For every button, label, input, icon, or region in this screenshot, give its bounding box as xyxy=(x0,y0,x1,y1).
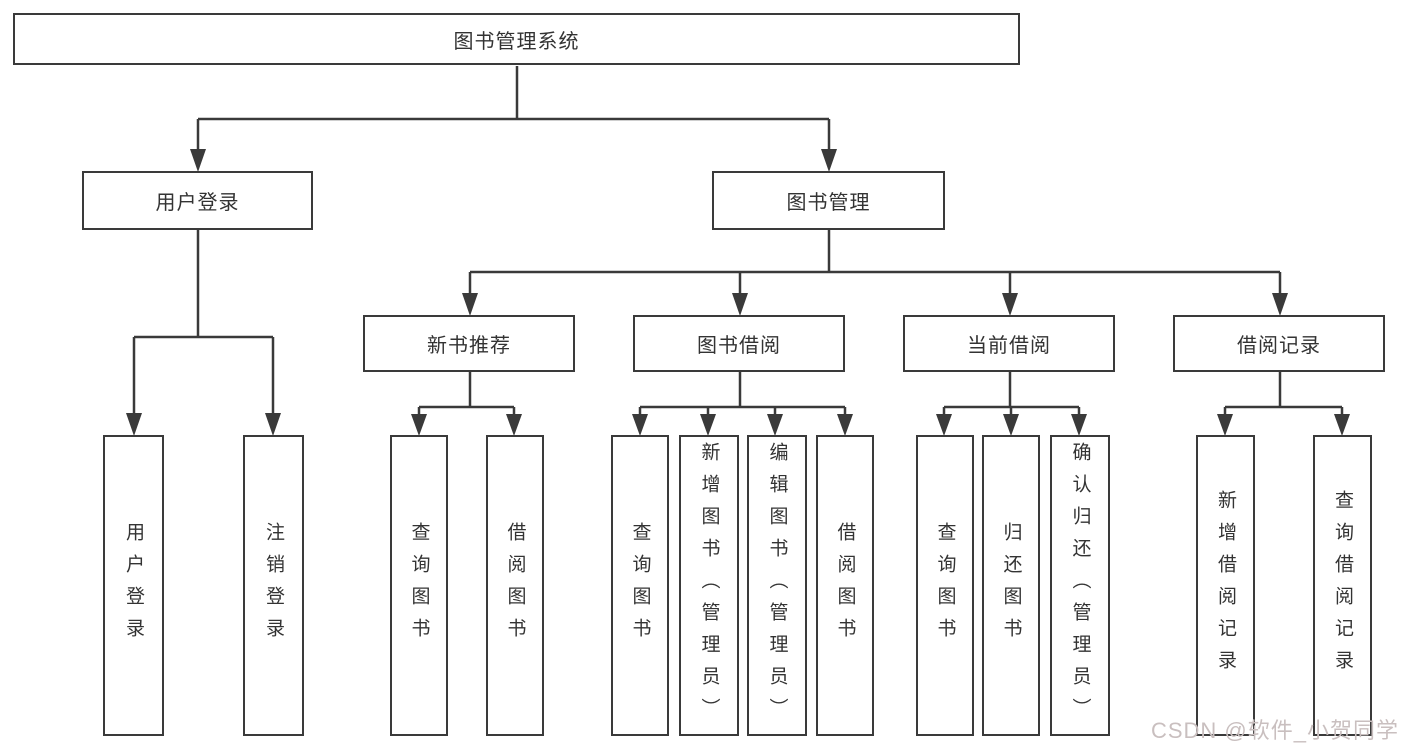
node-label: 借阅记录 xyxy=(1237,335,1321,357)
leaf-label: 借阅图书 xyxy=(834,521,856,650)
connector-arrow-shafts xyxy=(132,119,1344,418)
leaf-query-books-2: 查询图书 xyxy=(611,435,669,736)
leaf-label: 确认归还（管理员） xyxy=(1069,441,1091,730)
node-new-book-recommend: 新书推荐 xyxy=(363,315,575,372)
node-label: 新书推荐 xyxy=(427,335,511,357)
leaf-add-borrow-record: 新增借阅记录 xyxy=(1196,435,1255,736)
leaf-label: 借阅图书 xyxy=(504,521,526,650)
node-book-borrow: 图书借阅 xyxy=(633,315,845,372)
node-current-borrow: 当前借阅 xyxy=(903,315,1115,372)
leaf-return-books: 归还图书 xyxy=(982,435,1040,736)
leaf-label: 新增图书（管理员） xyxy=(698,441,720,730)
node-label: 当前借阅 xyxy=(967,335,1051,357)
node-label: 图书借阅 xyxy=(697,335,781,357)
leaf-logout: 注销登录 xyxy=(243,435,304,736)
node-root: 图书管理系统 xyxy=(13,13,1020,65)
leaf-label: 新增借阅记录 xyxy=(1215,489,1236,682)
leaf-user-login: 用户登录 xyxy=(103,435,164,736)
leaf-add-books-admin: 新增图书（管理员） xyxy=(679,435,739,736)
leaf-borrow-books-2: 借阅图书 xyxy=(816,435,874,736)
leaf-label: 查询借阅记录 xyxy=(1332,489,1353,682)
leaf-borrow-books-1: 借阅图书 xyxy=(486,435,544,736)
leaf-label: 编辑图书（管理员） xyxy=(766,441,788,730)
leaf-query-borrow-record: 查询借阅记录 xyxy=(1313,435,1372,736)
leaf-label: 归还图书 xyxy=(1000,521,1022,650)
node-user-login: 用户登录 xyxy=(82,171,313,230)
node-book-management: 图书管理 xyxy=(712,171,945,230)
leaf-label: 查询图书 xyxy=(934,521,956,650)
leaf-label: 查询图书 xyxy=(629,521,651,650)
leaf-confirm-return-admin: 确认归还（管理员） xyxy=(1050,435,1110,736)
leaf-label: 查询图书 xyxy=(408,521,430,650)
leaf-label: 注销登录 xyxy=(263,521,284,650)
leaf-query-books-1: 查询图书 xyxy=(390,435,448,736)
node-label: 用户登录 xyxy=(155,192,240,214)
leaf-label: 用户登录 xyxy=(123,521,144,650)
leaf-query-books-3: 查询图书 xyxy=(916,435,974,736)
node-borrow-records: 借阅记录 xyxy=(1173,315,1385,372)
watermark: CSDN @软件_小贺同学 xyxy=(1150,718,1399,743)
leaf-edit-books-admin: 编辑图书（管理员） xyxy=(747,435,807,736)
node-root-label: 图书管理系统 xyxy=(453,30,580,53)
node-label: 图书管理 xyxy=(786,192,871,214)
